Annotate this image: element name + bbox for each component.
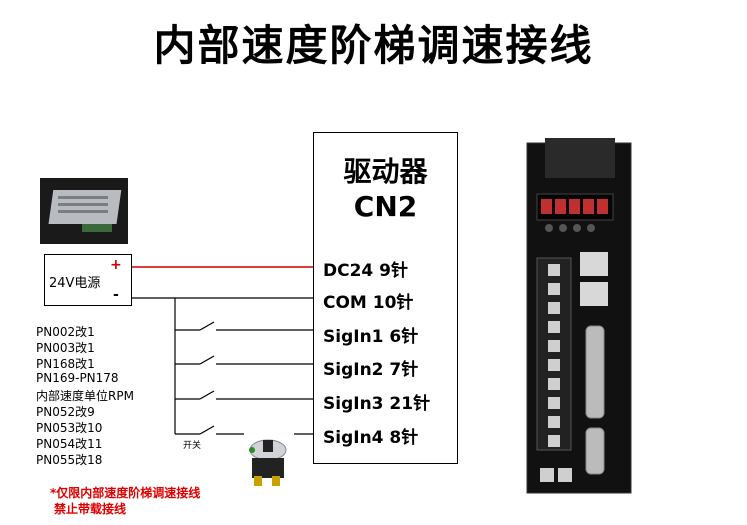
warning-line-2: 禁止带载接线 <box>54 502 127 516</box>
rotary-switch-photo <box>244 430 294 490</box>
param-line: PN054改11 <box>36 437 103 451</box>
servo-drive-photo <box>526 138 632 494</box>
pin-dc24: DC24 9针 <box>323 261 408 281</box>
param-line: PN169-PN178 <box>36 371 119 385</box>
power-supply-photo <box>40 178 128 244</box>
power-supply-label: 24V电源 <box>49 276 101 291</box>
switch-sigin3 <box>175 390 313 400</box>
driver-name: 驱动器 <box>343 155 428 188</box>
pin-sigin2: SigIn2 7针 <box>323 360 419 380</box>
param-line: PN003改1 <box>36 341 95 355</box>
switch-sigin1 <box>175 321 313 331</box>
param-line: PN055改18 <box>36 453 103 467</box>
power-supply-box <box>44 254 132 306</box>
driver-port: CN2 <box>353 190 418 223</box>
diagram-title: 内部速度阶梯调速接线 <box>153 21 594 70</box>
param-line: PN053改10 <box>36 421 103 435</box>
pin-sigin1: SigIn1 6针 <box>323 327 419 347</box>
negative-terminal: - <box>113 287 119 303</box>
param-line: PN002改1 <box>36 325 95 339</box>
pin-sigin4: SigIn4 8针 <box>323 428 419 448</box>
switch-sigin2 <box>175 355 313 365</box>
param-line: 内部速度单位RPM <box>36 389 134 403</box>
pin-sigin3: SigIn3 21针 <box>323 394 431 414</box>
driver-box <box>313 132 458 464</box>
switch-label: 开关 <box>183 441 202 451</box>
warning-note: *仅限内部速度阶梯调速接线 禁止带载接线 <box>50 485 200 517</box>
pin-com: COM 10针 <box>323 293 414 313</box>
param-line: PN052改9 <box>36 405 95 419</box>
positive-terminal: + <box>110 257 122 273</box>
warning-line-1: *仅限内部速度阶梯调速接线 <box>50 486 201 500</box>
param-line: PN168改1 <box>36 357 95 371</box>
